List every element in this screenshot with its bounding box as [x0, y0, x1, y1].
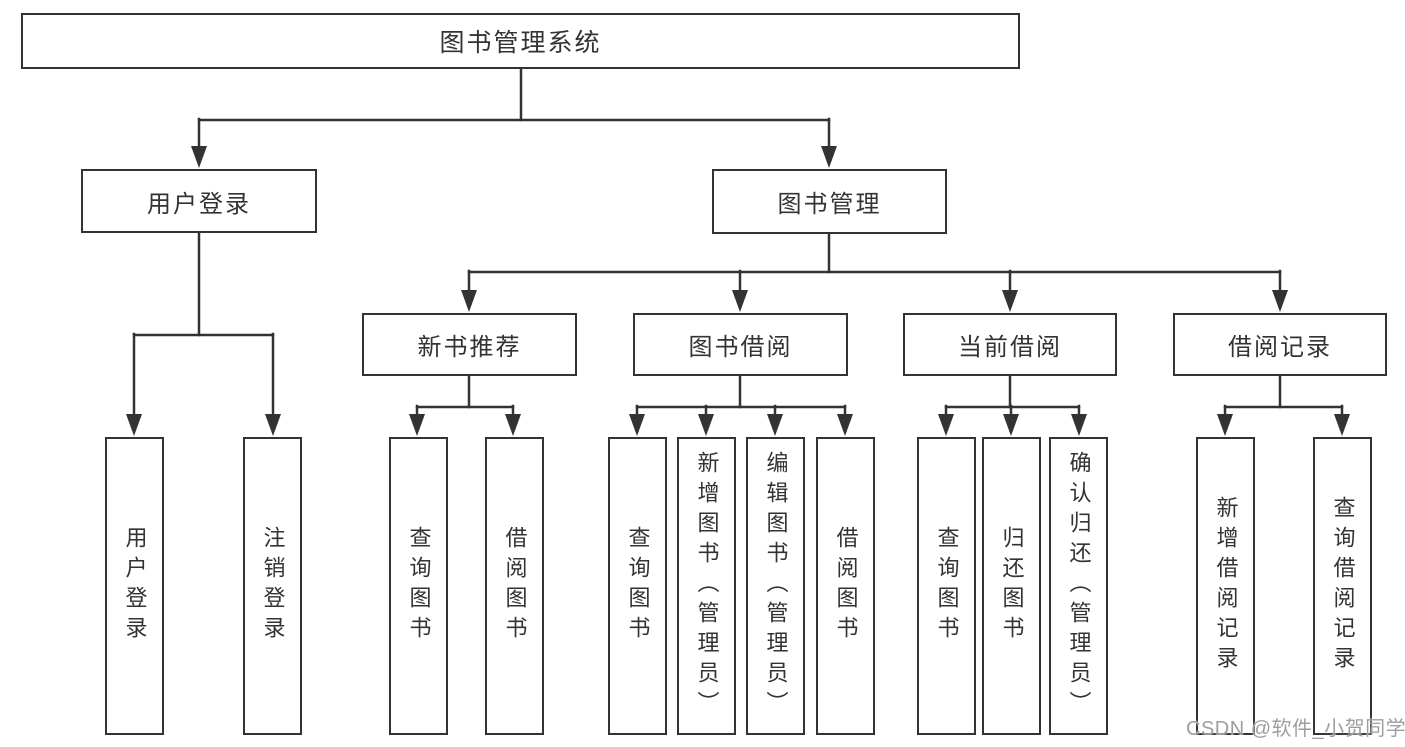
connector-root-to-level2 — [191, 67, 837, 168]
leaf-label: 查询借阅记录 — [1330, 496, 1356, 676]
leaf-label: 查询图书 — [406, 526, 432, 646]
node-label: 当前借阅 — [958, 334, 1062, 361]
node-book-management: 图书管理 — [712, 169, 947, 234]
leaf-add-borrow-record: 新增借阅记录 — [1196, 437, 1255, 735]
watermark: CSDN @软件_小贺同学 — [1186, 718, 1405, 740]
leaf-label: 查询图书 — [625, 526, 651, 646]
leaf-label: 编辑图书（管理员） — [763, 451, 789, 721]
connector-book-borrow-children — [629, 374, 853, 436]
connector-book-mgmt-to-level3 — [461, 232, 1288, 312]
leaf-return-book: 归还图书 — [982, 437, 1041, 735]
leaf-borrow-books: 借阅图书 — [816, 437, 875, 735]
connector-new-books-children — [409, 374, 521, 436]
node-book-borrow: 图书借阅 — [633, 313, 848, 376]
leaf-label: 查询图书 — [934, 526, 960, 646]
leaf-borrow-books-recommend: 借阅图书 — [485, 437, 544, 735]
node-label: 新书推荐 — [417, 334, 522, 361]
connector-current-borrow-children — [938, 374, 1087, 436]
leaf-label: 新增借阅记录 — [1213, 496, 1239, 676]
node-new-book-recommend: 新书推荐 — [362, 313, 577, 376]
leaf-label: 新增图书（管理员） — [694, 451, 720, 721]
leaf-add-book-admin: 新增图书（管理员） — [677, 437, 736, 735]
connector-borrow-records-children — [1217, 374, 1350, 436]
leaf-label: 归还图书 — [999, 526, 1025, 646]
connector-user-login-children — [126, 231, 281, 436]
leaf-label: 借阅图书 — [502, 526, 528, 646]
node-label: 图书借阅 — [688, 334, 793, 361]
leaf-query-books-borrow: 查询图书 — [608, 437, 667, 735]
leaf-label: 注销登录 — [260, 526, 286, 646]
node-root: 图书管理系统 — [21, 13, 1020, 69]
leaf-logout: 注销登录 — [243, 437, 302, 735]
node-label: 图书管理系统 — [439, 29, 602, 57]
node-current-borrow: 当前借阅 — [903, 313, 1117, 376]
node-user-login: 用户登录 — [81, 169, 317, 233]
leaf-edit-book-admin: 编辑图书（管理员） — [746, 437, 805, 735]
node-label: 图书管理 — [777, 191, 882, 218]
leaf-query-books-recommend: 查询图书 — [389, 437, 448, 735]
leaf-label: 借阅图书 — [833, 526, 859, 646]
leaf-query-borrow-record: 查询借阅记录 — [1313, 437, 1372, 735]
leaf-user-login: 用户登录 — [105, 437, 164, 735]
node-borrow-records: 借阅记录 — [1173, 313, 1387, 376]
leaf-label: 确认归还（管理员） — [1066, 451, 1092, 721]
leaf-label: 用户登录 — [122, 526, 148, 646]
leaf-query-books-current: 查询图书 — [917, 437, 976, 735]
node-label: 借阅记录 — [1228, 334, 1332, 361]
leaf-confirm-return-admin: 确认归还（管理员） — [1049, 437, 1108, 735]
node-label: 用户登录 — [147, 190, 251, 218]
